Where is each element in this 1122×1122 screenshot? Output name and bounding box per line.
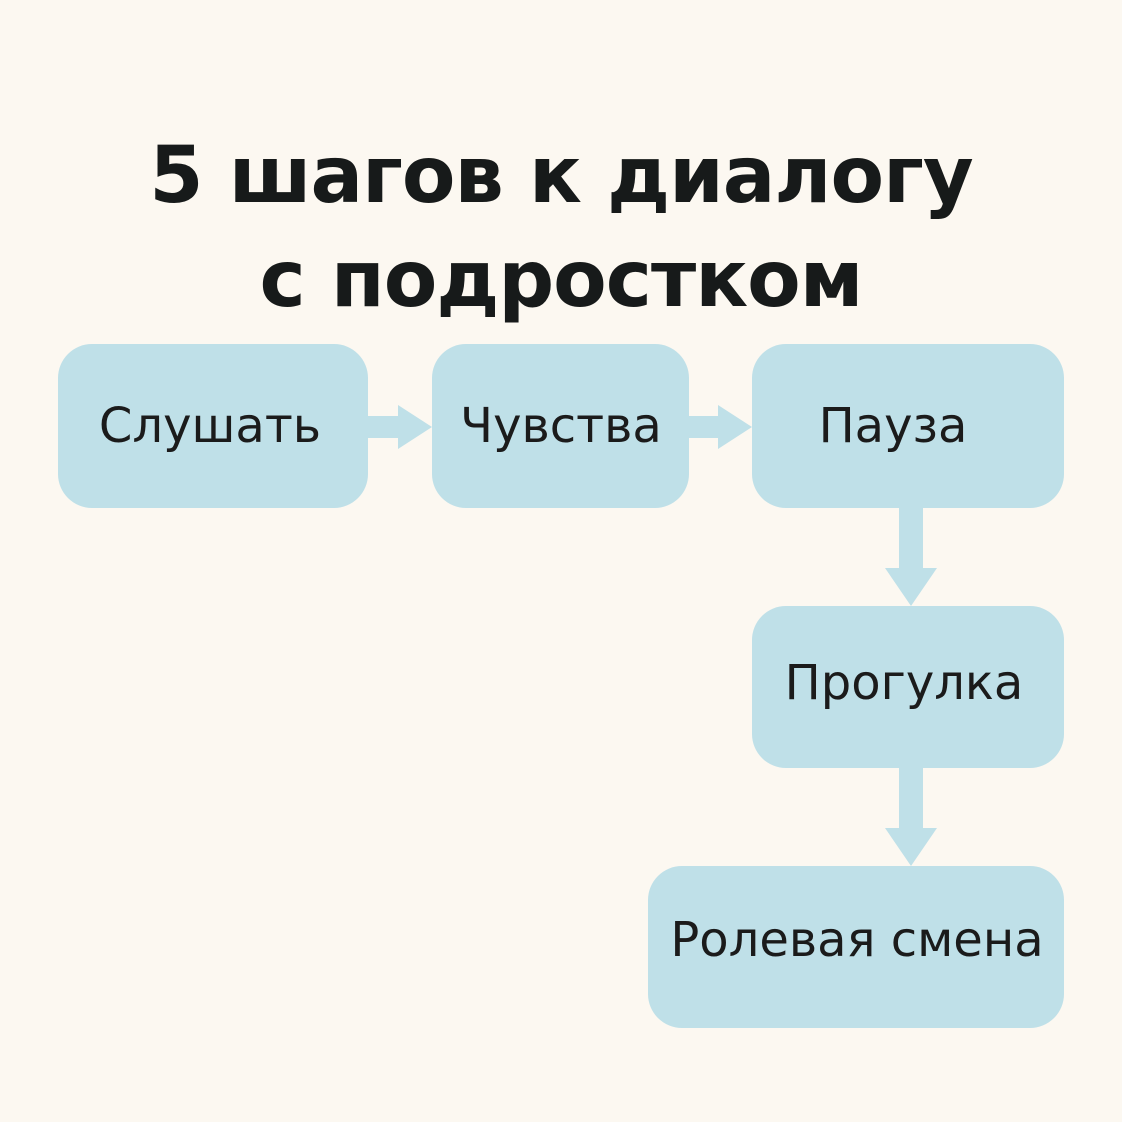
title-line-2: с подростком bbox=[259, 235, 863, 326]
step-role-swap-label: Ролевая смена bbox=[670, 912, 1043, 968]
step-pause: Пауза bbox=[752, 344, 1064, 508]
arrow-listen-to-feelings bbox=[368, 405, 432, 449]
step-pause-label: Пауза bbox=[819, 398, 968, 454]
diagram-title: 5 шагов к диалогу с подростком bbox=[0, 124, 1122, 332]
title-line-1: 5 шагов к диалогу bbox=[149, 131, 973, 222]
step-listen: Слушать bbox=[58, 344, 368, 508]
step-feelings-label: Чувства bbox=[460, 398, 662, 454]
arrow-pause-to-walk bbox=[885, 508, 937, 606]
step-walk: Прогулка bbox=[752, 606, 1064, 768]
step-feelings: Чувства bbox=[432, 344, 689, 508]
step-listen-label: Слушать bbox=[99, 398, 321, 454]
arrow-feelings-to-pause bbox=[689, 405, 752, 449]
step-walk-label: Прогулка bbox=[785, 655, 1024, 711]
step-role-swap: Ролевая смена bbox=[648, 866, 1064, 1028]
arrow-walk-to-role-swap bbox=[885, 768, 937, 866]
